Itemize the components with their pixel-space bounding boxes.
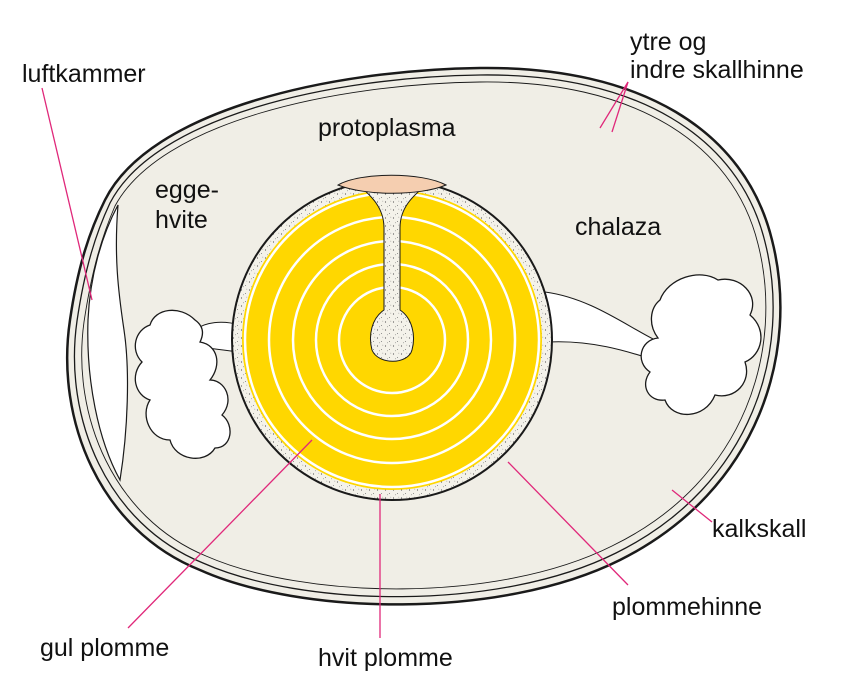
label-indre-skallhinne: indre skallhinne [630,56,804,84]
label-protoplasma: protoplasma [318,114,456,142]
label-kalkskall: kalkskall [712,515,806,543]
labels: luftkammer ytre og indre skallhinne prot… [22,28,806,672]
indre-skallhinne [81,81,767,590]
leader-kalkskall [671,489,713,523]
label-hvite: hvite [155,206,208,234]
blastodisc [336,174,448,194]
label-plommehinne: plommehinne [612,593,762,621]
latebra [353,181,432,362]
yolk [231,174,553,501]
leader-gul-plomme [127,439,313,629]
leader-lines [41,81,713,638]
label-ytre-og: ytre og [630,28,706,56]
leader-ytre-1 [599,81,629,129]
label-chalaza: chalaza [575,213,661,241]
label-gul-plomme: gul plomme [40,634,169,662]
label-egge: egge- [155,176,219,204]
leader-luftkammer [41,87,93,301]
ytre-skallhinne [73,74,774,598]
label-luftkammer: luftkammer [22,60,146,88]
leader-ytre-2 [611,81,629,133]
leader-plommehinne [507,461,629,586]
chalaza-left [134,309,241,459]
label-hvit-plomme: hvit plomme [318,644,453,672]
chalaza-right [544,274,762,416]
air-chamber [87,204,129,482]
